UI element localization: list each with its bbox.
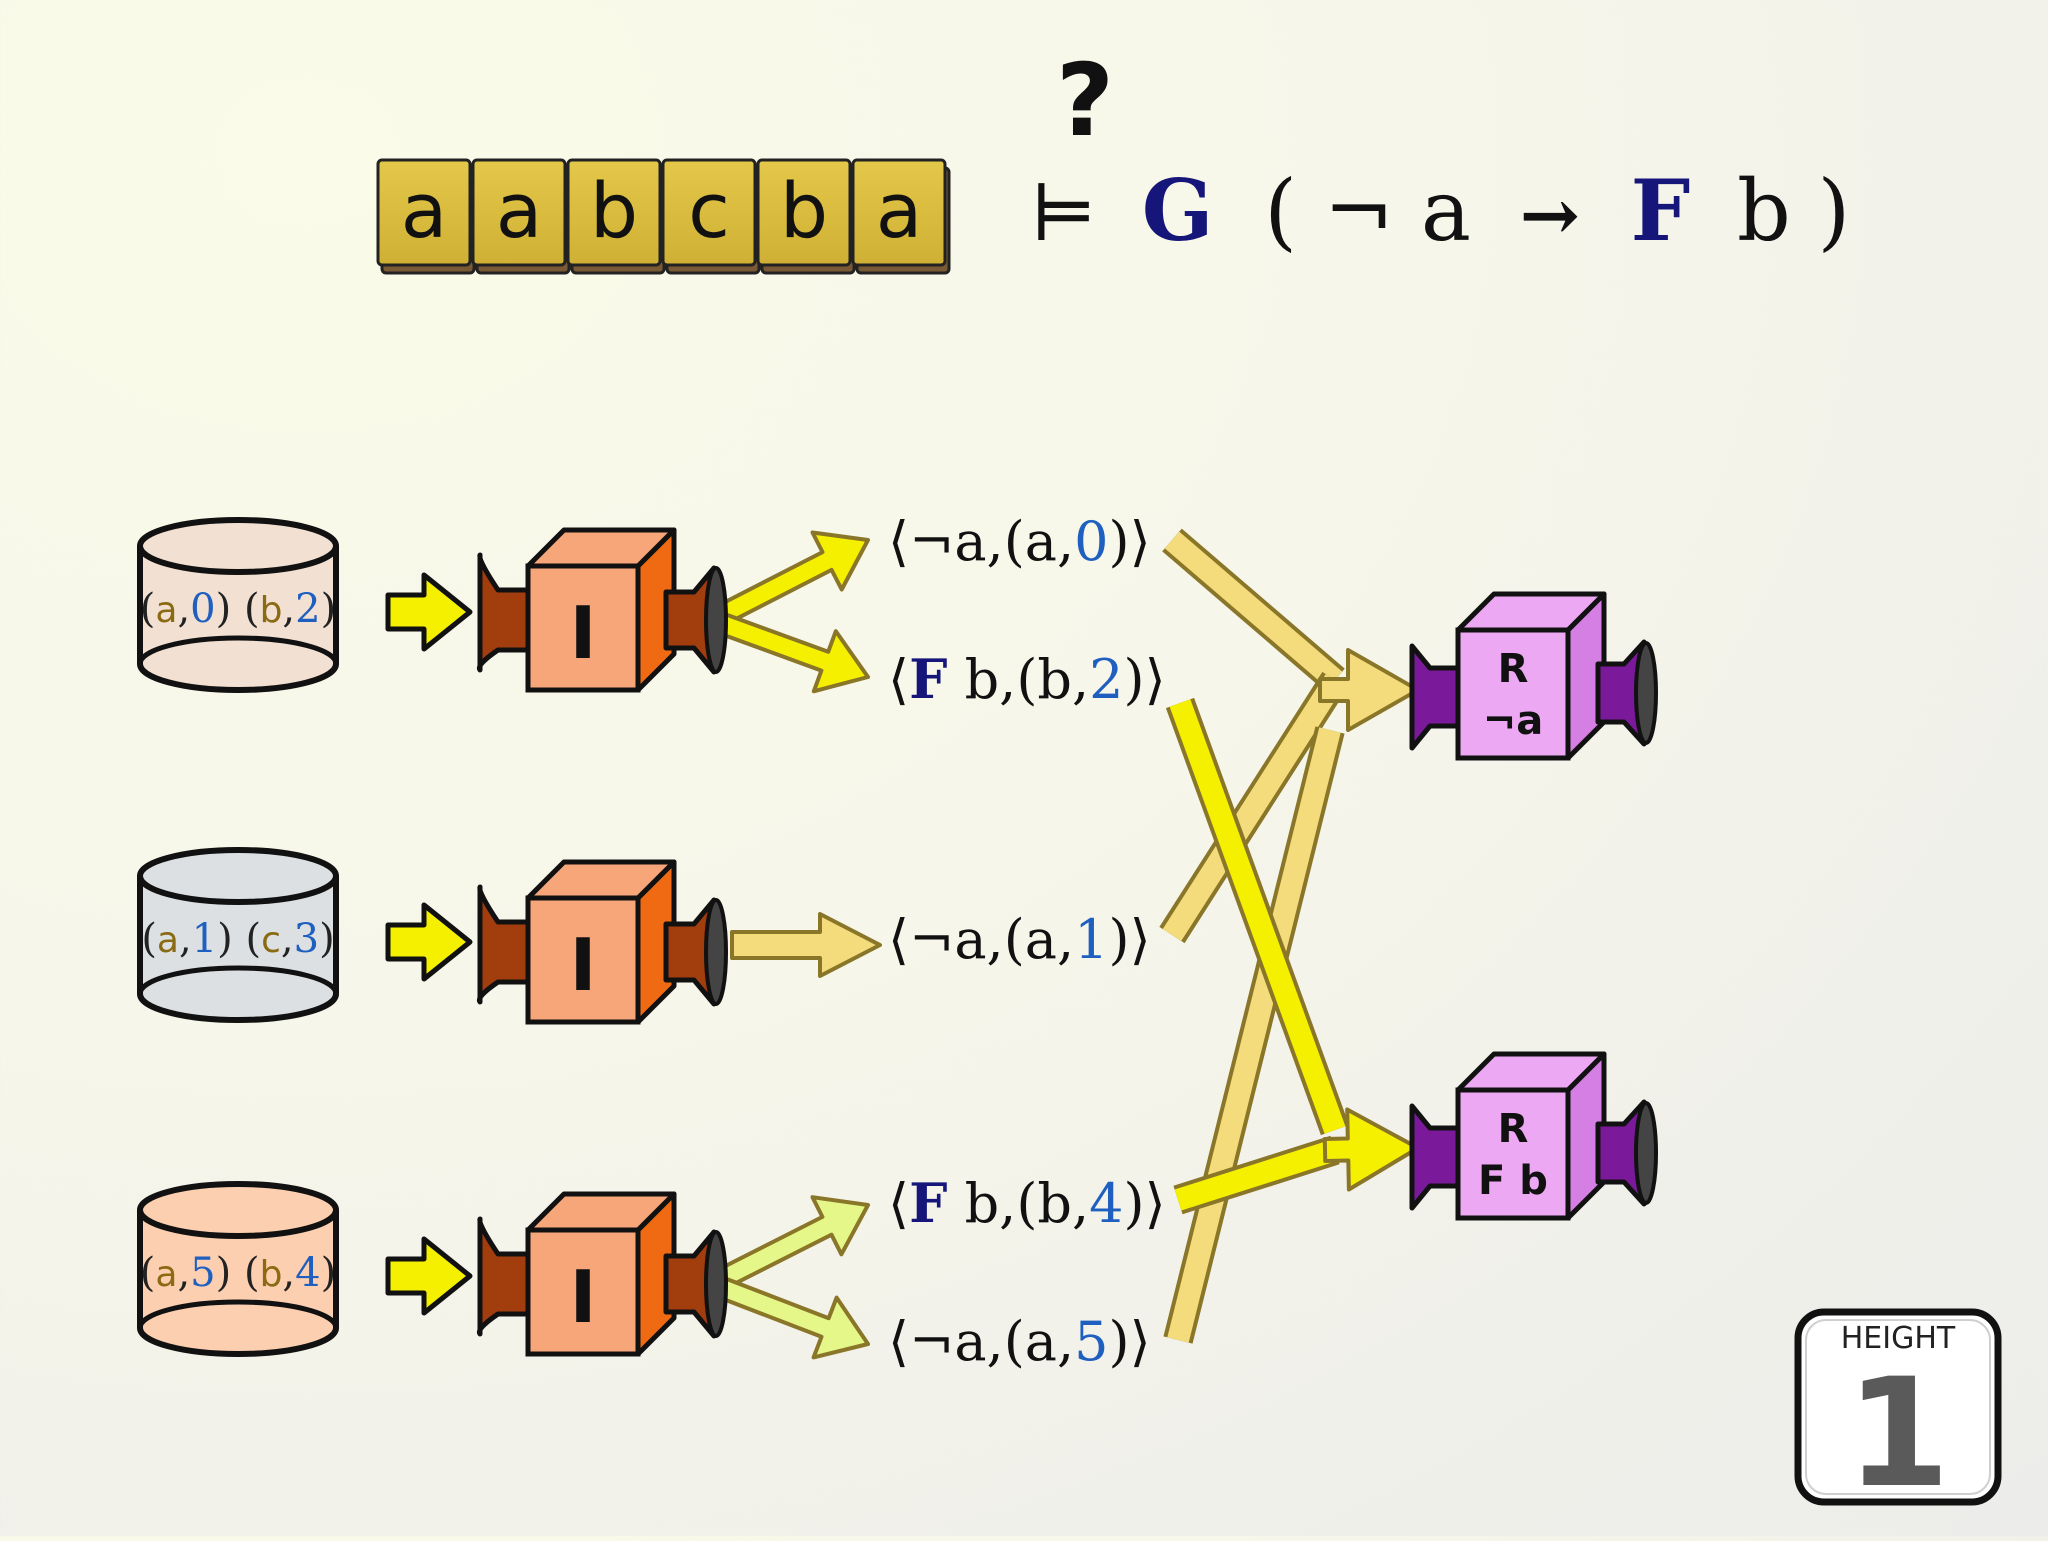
pair-symbol: a (1025, 510, 1057, 573)
record-symbol: b (260, 1254, 283, 1295)
pair-symbol: b (1037, 1172, 1072, 1235)
reducer-box: R ¬a (1409, 591, 1658, 761)
negation: ¬ (1324, 162, 1394, 260)
finally-operator: F (1631, 161, 1691, 260)
pair-negation: ¬ (909, 908, 954, 971)
question-mark: ? (1056, 42, 1114, 159)
flow-arrows (705, 528, 1420, 1360)
word-tile: a (851, 158, 951, 275)
word-letter: b (780, 166, 828, 255)
word-tile: a (471, 158, 571, 275)
arrow-to-reducer-neg-a (1159, 528, 1420, 944)
height-badge-label: HEIGHT (1841, 1321, 1956, 1356)
kv-pair: ⟨¬a,(a,0)⟩ (888, 510, 1151, 573)
pair-position: 2 (1089, 648, 1123, 711)
pair-position: 0 (1074, 510, 1108, 573)
var-b: b (1737, 162, 1791, 260)
mapper-output-arrows (730, 912, 882, 978)
word-tile: a (376, 158, 476, 275)
input-arrow (385, 572, 473, 652)
pair-variable: b (947, 1172, 999, 1235)
arrow-from-neg-a-5 (1163, 726, 1345, 1344)
formula-text: ⊨ G ( ¬ a → F b ) (1030, 161, 1850, 260)
mapper-output-arrows (705, 530, 870, 694)
pair-variable: b (947, 648, 999, 711)
word-letter: a (401, 166, 448, 255)
database-records: (a,0) (b,2) (140, 586, 336, 632)
database-cylinder: (a,5) (b,4) (137, 1181, 339, 1357)
record-symbol: a (155, 590, 177, 631)
formula: ? ⊨ G ( ¬ a → F b ) (1030, 42, 1850, 260)
pair-operator: F (909, 647, 947, 711)
record-position: 4 (295, 1250, 320, 1296)
word-letter: a (876, 166, 923, 255)
kv-pair: ⟨F b,(b,4)⟩ (888, 1171, 1166, 1235)
kv-pair: ⟨¬a,(a,5)⟩ (888, 1310, 1151, 1373)
database-records: (a,1) (c,3) (141, 916, 334, 962)
record-symbol: a (155, 1254, 177, 1295)
pair-operator: F (909, 1171, 947, 1235)
models-symbol: ⊨ (1030, 169, 1097, 259)
word-letter: a (496, 166, 543, 255)
pair-symbol: b (1037, 648, 1072, 711)
mapper-box: I (476, 527, 728, 693)
reducer-key: ¬a (1483, 698, 1544, 744)
database-cylinder: (a,0) (b,2) (137, 517, 339, 693)
record-position: 1 (192, 916, 217, 962)
pair-position: 4 (1089, 1172, 1123, 1235)
mapper-box: I (476, 1191, 728, 1357)
pair-symbol: a (1025, 908, 1057, 971)
arrow-to-reducer-f-b (1165, 697, 1420, 1215)
pair-variable: a (954, 908, 986, 971)
pair-position: 1 (1074, 908, 1108, 971)
record-symbol: b (260, 590, 283, 631)
kv-pair: ⟨F b,(b,2)⟩ (888, 647, 1166, 711)
database-cylinder: (a,1) (c,3) (137, 847, 339, 1023)
mapper-output-arrows (705, 1195, 870, 1360)
key-value-pairs: ⟨¬a,(a,0)⟩ ⟨F b,(b,2)⟩ ⟨¬a,(a,1)⟩ ⟨F b,(b,4… (888, 510, 1166, 1373)
word-tile: b (566, 158, 666, 275)
mapper-label: I (570, 591, 597, 675)
implies-arrow: → (1520, 172, 1580, 257)
var-a: a (1421, 162, 1471, 260)
record-symbol: a (157, 920, 179, 961)
word-tile: b (756, 158, 856, 275)
mappers: I I I (476, 527, 728, 1357)
word-letter: b (590, 166, 638, 255)
input-arrow (385, 902, 473, 982)
mapper-box: I (476, 859, 728, 1025)
reducer-box: R F b (1409, 1051, 1658, 1221)
pair-variable: a (954, 1310, 986, 1373)
record-position: 5 (190, 1250, 215, 1296)
word-tile: c (661, 158, 761, 275)
kv-pair: ⟨¬a,(a,1)⟩ (888, 908, 1151, 971)
databases: (a,0) (b,2) (a,1) (c,3) (a,5) (b,4) (137, 517, 473, 1357)
globally-operator: G (1142, 161, 1214, 260)
pair-symbol: a (1025, 1310, 1057, 1373)
pair-negation: ¬ (909, 510, 954, 573)
record-symbol: c (261, 920, 281, 961)
reducers: R¬aRF b (1409, 591, 1658, 1221)
close-paren: ) (1817, 162, 1850, 260)
record-position: 2 (295, 586, 320, 632)
height-badge-value: 1 (1846, 1347, 1950, 1521)
pair-variable: a (954, 510, 986, 573)
reducer-key: F b (1478, 1158, 1548, 1204)
reducer-label: R (1498, 1106, 1529, 1152)
record-position: 0 (190, 586, 215, 632)
mapper-label: I (570, 923, 597, 1007)
word-letter: c (688, 166, 730, 255)
height-badge: HEIGHT 1 (1794, 1308, 2002, 1521)
input-arrow (385, 1236, 473, 1316)
database-records: (a,5) (b,4) (140, 1250, 336, 1296)
record-position: 3 (294, 916, 319, 962)
reducer-label: R (1498, 646, 1529, 692)
pair-negation: ¬ (909, 1310, 954, 1373)
open-paren: ( (1264, 162, 1297, 260)
pair-position: 5 (1074, 1310, 1108, 1373)
mapper-label: I (570, 1255, 597, 1339)
